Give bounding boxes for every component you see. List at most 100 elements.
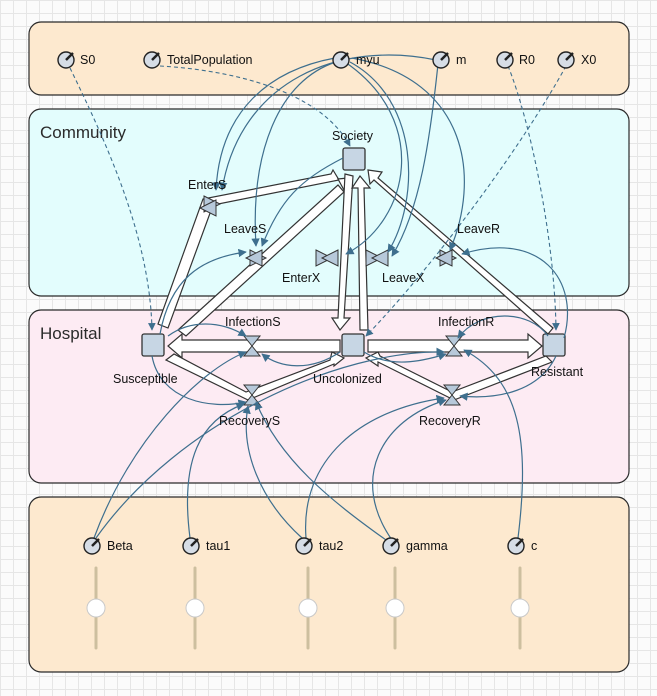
parameter-myu[interactable]: myu [332,51,380,69]
link-gamma-recoveryr [372,398,447,541]
parameter-r0[interactable]: R0 [496,51,535,69]
hospital-panel-title: Hospital [40,324,101,343]
beta-pointer [91,538,100,547]
link-beta-infections [93,350,247,539]
slider-tau2[interactable]: tau2 [295,537,343,650]
tau1-slider-thumb[interactable] [185,598,205,618]
stock-susceptible[interactable] [141,333,165,357]
flow-label-recoverys: RecoveryS [219,414,280,428]
parameter-label: S0 [80,53,95,67]
link-myu-leaves [251,61,337,247]
flow-label-enterx: EnterX [282,271,321,285]
slider-label: gamma [406,539,448,553]
dependency-links [93,54,569,541]
parameter-x0[interactable]: X0 [557,51,596,69]
parameter-s0[interactable]: S0 [57,51,95,69]
valve-leaver[interactable] [434,249,458,267]
myu-pointer [340,52,349,61]
flow-pipe-leaver [367,169,554,335]
link-myu-enters [212,57,336,191]
slider-c[interactable]: c [507,537,537,650]
parameter-label: X0 [581,53,596,67]
flow-label-recoveryr: RecoveryR [419,414,481,428]
s0-pointer [65,52,74,61]
link-resistant-recoveryr [459,355,557,401]
flow-label-infections: InfectionS [225,315,281,329]
totalpopulation-pointer [151,52,160,61]
link-susceptible-recoverys [151,355,247,408]
stock-label-resistant: Resistant [531,365,584,379]
flow-label-enters: EnterS [188,178,226,192]
flow-pipe-leavex [350,174,372,331]
parameter-label: TotalPopulation [167,53,253,67]
stock-uncolonized[interactable] [341,333,365,357]
link-c-infectionr [463,349,524,539]
link-totalpopulation-society [159,65,351,147]
link-beta-infectionr [95,347,445,539]
flow-label-leavex: LeaveX [382,271,425,285]
parameter-label: m [456,53,466,67]
link-resistant-leaver [461,247,569,339]
stock-label-susceptible: Susceptible [113,372,178,386]
flow-pipe-enterx [330,173,354,332]
beta-slider-thumb[interactable] [86,598,106,618]
m-pointer [440,52,449,61]
parameter-totalpopulation[interactable]: TotalPopulation [143,51,253,69]
link-myu-leavex [349,61,410,253]
valve-leavex[interactable] [365,249,389,267]
parameter-m[interactable]: m [432,51,466,69]
slider-beta[interactable]: Beta [83,537,133,650]
slider-label: c [531,539,537,553]
link-gamma-recoverys [255,401,387,541]
c-slider-thumb[interactable] [510,598,530,618]
link-tau2-recoveryr [305,394,445,539]
flow-label-leaver: LeaveR [457,222,500,236]
x0-pointer [565,52,574,61]
slider-label: tau2 [319,539,343,553]
parameters-panel [28,21,630,96]
link-uncolonized-infectionr [363,351,447,363]
parameter-label: myu [356,53,380,67]
gamma-pointer [390,538,399,547]
valve-enters[interactable] [198,195,222,217]
link-resistant-infectionr [457,315,549,339]
link-society-leaves [260,157,344,247]
stock-society[interactable] [342,147,366,171]
link-myu-enterx [344,61,403,255]
stock-resistant[interactable] [542,333,566,357]
link-myu-leaver [351,57,465,251]
stock-label-uncolonized: Uncolonized [313,372,382,386]
flow-pipe-recoveryr [364,351,554,401]
valve-infections[interactable] [242,335,262,357]
valve-leaves[interactable] [244,249,268,267]
link-m-enters [219,54,437,191]
c-pointer [515,538,524,547]
link-uncolonized-infections [261,351,341,367]
link-r0-resistant [507,65,560,331]
link-x0-uncolonized [365,65,567,337]
stock-label-society: Society [332,129,374,143]
link-s0-susceptible [69,67,156,331]
dependency-links-dashed [69,65,567,337]
community-panel-title: Community [40,123,126,142]
slider-gamma[interactable]: gamma [382,537,448,650]
flow-valves [198,195,464,406]
link-m-leavex [391,63,439,257]
tau2-slider-thumb[interactable] [298,598,318,618]
tau1-pointer [190,538,199,547]
sliders-panel [28,496,630,673]
slider-tau1[interactable]: tau1 [182,537,230,650]
valve-enterx[interactable] [315,249,339,267]
link-susceptible-leaves [159,248,247,335]
flow-label-leaves: LeaveS [224,222,266,236]
tau2-pointer [303,538,312,547]
parameter-label: R0 [519,53,535,67]
link-susceptible-infections [167,323,247,337]
link-tau1-recoverys [186,402,245,539]
valve-recoveryr[interactable] [442,384,462,406]
slider-label: Beta [107,539,133,553]
flow-pipe-infections [167,332,341,360]
flow-label-infectionr: InfectionR [438,315,494,329]
gamma-slider-thumb[interactable] [385,598,405,618]
slider-label: tau1 [206,539,230,553]
